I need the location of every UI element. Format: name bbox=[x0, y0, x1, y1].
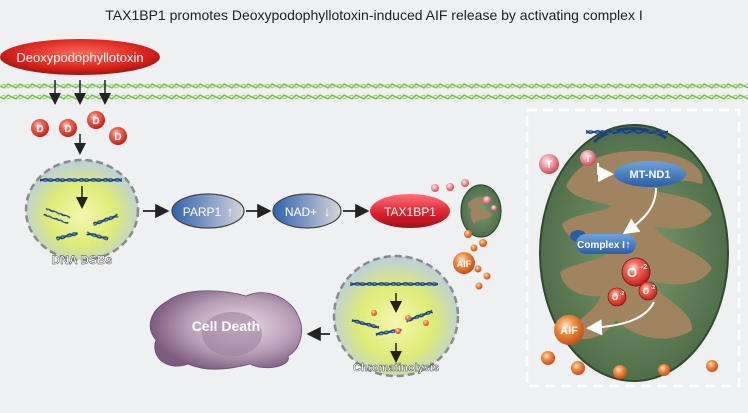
down-arrow-icon: ↓ bbox=[324, 204, 331, 219]
tax1bp1-particles bbox=[431, 179, 469, 192]
drug-entry-arrows bbox=[49, 80, 111, 105]
nucleus-chromatinolysis: Chromatinolysis bbox=[332, 254, 460, 378]
cell-membrane bbox=[0, 76, 748, 104]
svg-text:Complex I: Complex I bbox=[577, 240, 625, 251]
complex1-node: Complex I ↑ bbox=[570, 230, 636, 254]
pathway-flow: PARP1 ↑ NAD+ ↓ TAX1BP1 bbox=[143, 193, 450, 229]
svg-text:T: T bbox=[546, 159, 553, 171]
t-outside: T bbox=[539, 154, 559, 174]
arrow-to-complex1 bbox=[622, 187, 657, 235]
svg-text:AIF: AIF bbox=[560, 325, 578, 337]
up-arrow-icon: ↑ bbox=[227, 204, 234, 219]
mt-nd1-node: MT-ND1 bbox=[614, 161, 686, 187]
nad-node: NAD+ ↓ bbox=[272, 193, 342, 229]
svg-text:O: O bbox=[612, 293, 618, 302]
released-aif-particles bbox=[541, 351, 718, 379]
svg-text:AIF: AIF bbox=[457, 259, 472, 269]
svg-text:D: D bbox=[114, 132, 121, 143]
parp1-node: PARP1 ↑ bbox=[171, 193, 245, 229]
chromatinolysis-label: Chromatinolysis bbox=[353, 362, 439, 374]
svg-text:NAD+: NAD+ bbox=[285, 205, 317, 219]
nucleus-dna-dsbs: DNA DSBs bbox=[24, 158, 140, 267]
svg-text:-2: -2 bbox=[641, 264, 647, 271]
svg-text:-2: -2 bbox=[620, 291, 625, 297]
t-inside: T bbox=[580, 150, 614, 182]
diagram-title: TAX1BP1 promotes Deoxypodophyllotoxin-in… bbox=[105, 7, 643, 23]
svg-text:O: O bbox=[627, 265, 637, 280]
superoxide-small-right: O -2 bbox=[638, 281, 658, 301]
mitochondrial-dna bbox=[586, 130, 668, 138]
svg-text:D: D bbox=[92, 116, 99, 127]
drug-label: Deoxypodophyllotoxin bbox=[16, 50, 143, 65]
mitochondrion-zoom-box bbox=[525, 108, 741, 388]
aif-particles bbox=[464, 230, 491, 290]
tax1bp1-node: TAX1BP1 bbox=[370, 194, 450, 228]
svg-text:TAX1BP1: TAX1BP1 bbox=[384, 205, 436, 219]
superoxide-large: O -2 bbox=[621, 257, 651, 287]
mito-aif-node: AIF bbox=[554, 315, 584, 345]
deoxypodophyllotoxin-pill: Deoxypodophyllotoxin bbox=[0, 39, 160, 75]
drug-molecules: D D D D bbox=[31, 111, 127, 155]
superoxide-small-left: O -2 bbox=[607, 287, 627, 307]
svg-text:O: O bbox=[643, 287, 649, 296]
svg-text:D: D bbox=[64, 124, 71, 135]
arrow-to-aif bbox=[586, 301, 655, 336]
svg-text:PARP1: PARP1 bbox=[183, 205, 222, 219]
cell-death-blob: Cell Death bbox=[149, 290, 302, 370]
dna-dsbs-label: DNA DSBs bbox=[52, 253, 113, 267]
small-mitochondrion bbox=[460, 184, 502, 238]
svg-text:D: D bbox=[36, 124, 43, 135]
up-arrow-icon: ↑ bbox=[625, 239, 631, 251]
aif-node: AIF bbox=[453, 252, 475, 274]
svg-text:MT-ND1: MT-ND1 bbox=[630, 169, 671, 181]
svg-text:-2: -2 bbox=[651, 285, 656, 291]
svg-text:T: T bbox=[585, 154, 591, 164]
cell-death-label: Cell Death bbox=[192, 318, 260, 334]
